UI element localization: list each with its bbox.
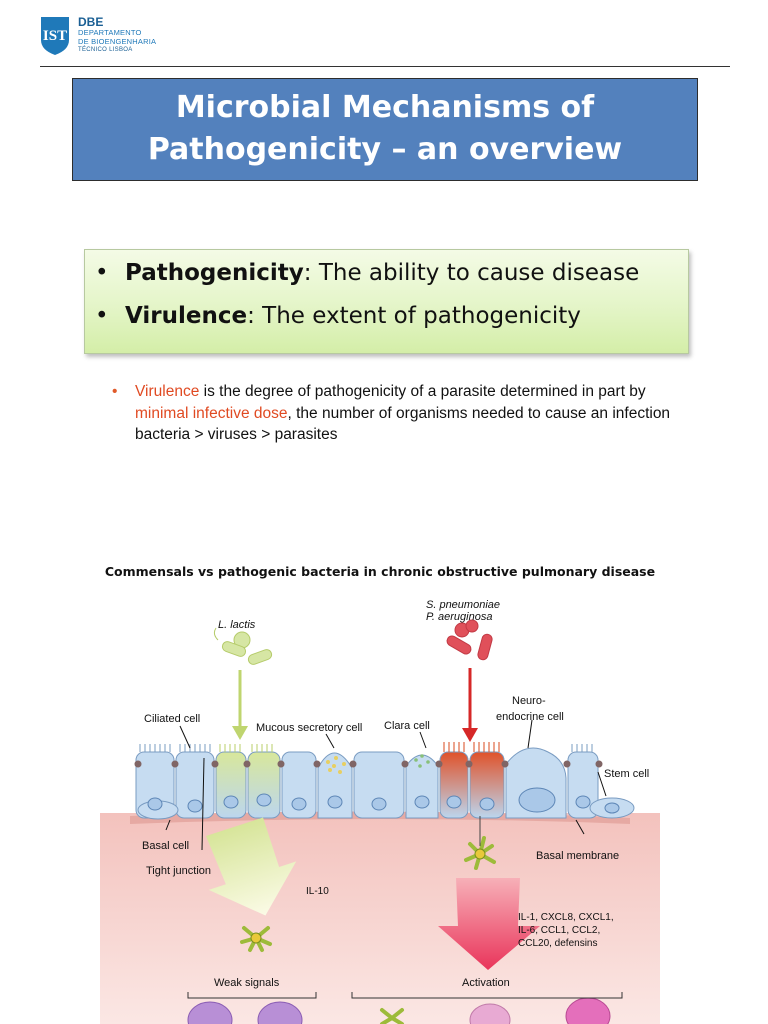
label-weak-signals: Weak signals [214, 977, 280, 989]
clara-granules [414, 754, 430, 768]
ist-shield-icon: IST [41, 17, 69, 55]
definition-term: Virulence [125, 303, 248, 329]
label-ciliated-cell: Ciliated cell [144, 713, 200, 725]
label-basal-cell: Basal cell [142, 840, 189, 852]
dendritic-cell-weak [240, 926, 272, 952]
cilia [139, 742, 593, 752]
weak-signal-arrow [205, 817, 297, 916]
title-line-1: Microbial Mechanisms of [175, 90, 595, 125]
label-p-aeruginosa: P. aeruginosa [426, 611, 492, 623]
definition-term: Pathogenicity [125, 260, 304, 286]
bullet: • [95, 260, 109, 286]
bullet: • [112, 383, 118, 400]
label-neuro-2: endocrine cell [496, 711, 564, 723]
label-activation: Activation [462, 977, 510, 989]
weak-signals-bracket [187, 992, 317, 999]
slide-title: Microbial Mechanisms of Pathogenicity – … [72, 78, 698, 181]
label-pointers [165, 719, 607, 851]
subpoint-text-a: is the degree of pathogenicity of a para… [199, 383, 646, 400]
definition-virulence: • Virulence: The extent of pathogenicity [95, 300, 581, 332]
pathogen-arrow-head [462, 728, 478, 742]
copd-diagram: L. lactis S. pneumoniae P. aeruginosa Ne… [100, 599, 660, 1024]
logo-line-2: DEPARTAMENTO [78, 28, 142, 37]
label-clara-cell: Clara cell [384, 720, 430, 732]
label-s-pneumoniae: S. pneumoniae [426, 599, 500, 611]
immune-cells-bottom [187, 997, 611, 1024]
submucosa-background [100, 813, 660, 1024]
label-l-lactis: L. lactis [218, 619, 256, 631]
dbe-logo: IST DBE DEPARTAMENTO DE BIOENGENHARIA TÉ… [40, 14, 160, 58]
pathogen-bacteria [446, 619, 493, 661]
virulence-subpoint: • Virulence is the degree of pathogenici… [112, 381, 672, 446]
definitions-box: • Pathogenicity: The ability to cause dis… [84, 249, 689, 354]
term-virulence: Virulence [135, 383, 200, 400]
term-minimal-infective-dose: minimal infective dose [135, 404, 288, 422]
dendritic-cell-top [464, 836, 496, 870]
label-cytokines-1: IL-1, CXCL8, CXCL1, [518, 912, 614, 923]
mucus-granules [326, 756, 346, 774]
commensal-arrow-head [232, 726, 248, 740]
figure-title: Commensals vs pathogenic bacteria in chr… [104, 564, 656, 579]
definition-text: : The ability to cause disease [303, 260, 640, 286]
activation-arrow [438, 878, 540, 970]
label-il-10: IL-10 [306, 886, 329, 897]
label-stem-cell: Stem cell [604, 768, 649, 780]
dendritic-cell-nucleus [474, 848, 486, 860]
copd-figure: L. lactis S. pneumoniae P. aeruginosa Ne… [100, 588, 660, 1024]
logo-line-4: TÉCNICO LISBOA [78, 47, 133, 53]
dendritic-cell-bottom [380, 1008, 404, 1024]
subpoint-text-b: , the number of organisms needed to caus… [135, 404, 671, 444]
label-basal-membrane: Basal membrane [536, 850, 619, 862]
label-neuro-1: Neuro- [512, 695, 546, 707]
dendritic-cell-nucleus [250, 932, 262, 944]
definition-text: : The extent of pathogenicity [247, 303, 581, 329]
label-cytokines-3: CCL20, defensins [518, 938, 598, 949]
label-cytokines-2: IL-6, CCL1, CCL2, [518, 925, 600, 936]
svg-text:IST: IST [43, 28, 67, 44]
definition-pathogenicity: • Pathogenicity: The ability to cause dis… [95, 257, 639, 289]
subpoint-text: Virulence is the degree of pathogenicity… [112, 381, 672, 446]
activation-bracket [351, 992, 623, 999]
l-lactis-bacteria [213, 627, 273, 665]
label-mucous-cell: Mucous secretory cell [256, 722, 362, 734]
logo-line-3: DE BIOENGENHARIA [78, 36, 157, 46]
epithelium [135, 747, 635, 820]
logo-text: DBE DEPARTAMENTO DE BIOENGENHARIA TÉCNIC… [78, 16, 156, 54]
bullet: • [95, 303, 109, 329]
label-tight-junction: Tight junction [146, 865, 211, 877]
header-divider [40, 66, 730, 67]
nuclei [147, 787, 620, 814]
title-line-2: Pathogenicity – an overview [147, 132, 623, 167]
tight-junctions [134, 760, 603, 768]
logo-line-1: DBE [78, 15, 104, 29]
